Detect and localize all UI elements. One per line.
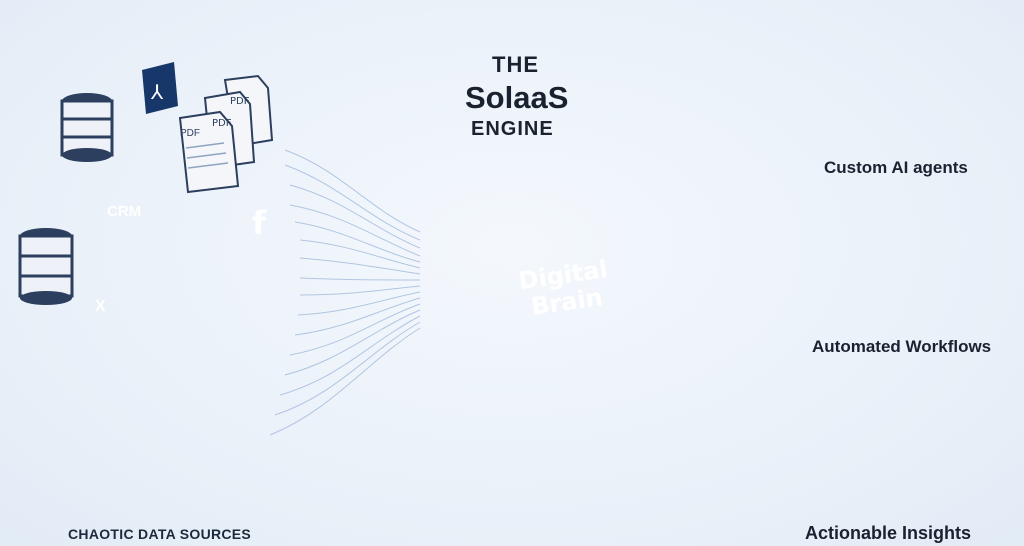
pdf-files-icon: PDF PDF xyxy=(178,74,274,194)
title-engine-name: SolaaS xyxy=(465,80,569,115)
acrobat-pdf-icon: ⅄ xyxy=(142,62,178,114)
output-label-workflows: Automated Workflows xyxy=(812,337,992,356)
pdf-label: PDF xyxy=(180,128,200,139)
svg-text:PDF: PDF xyxy=(212,118,232,129)
svg-text:⅄: ⅄ xyxy=(150,80,164,104)
database-icon xyxy=(60,93,114,162)
title-line-the: THE xyxy=(492,52,539,77)
svg-text:PDF: PDF xyxy=(230,96,250,107)
title-line-engine: ENGINE xyxy=(471,118,554,140)
output-label-ai-agents: Custom AI agents xyxy=(824,158,968,177)
database-icon xyxy=(18,228,74,305)
crm-label: CRM xyxy=(107,203,142,220)
sources-caption: CHAOTIC DATA SOURCES xyxy=(68,526,252,542)
output-label-insights: Actionable Insights xyxy=(805,523,972,543)
facebook-label: f xyxy=(252,204,266,242)
data-flow-lines xyxy=(269,149,421,436)
excel-label: X xyxy=(95,298,106,315)
